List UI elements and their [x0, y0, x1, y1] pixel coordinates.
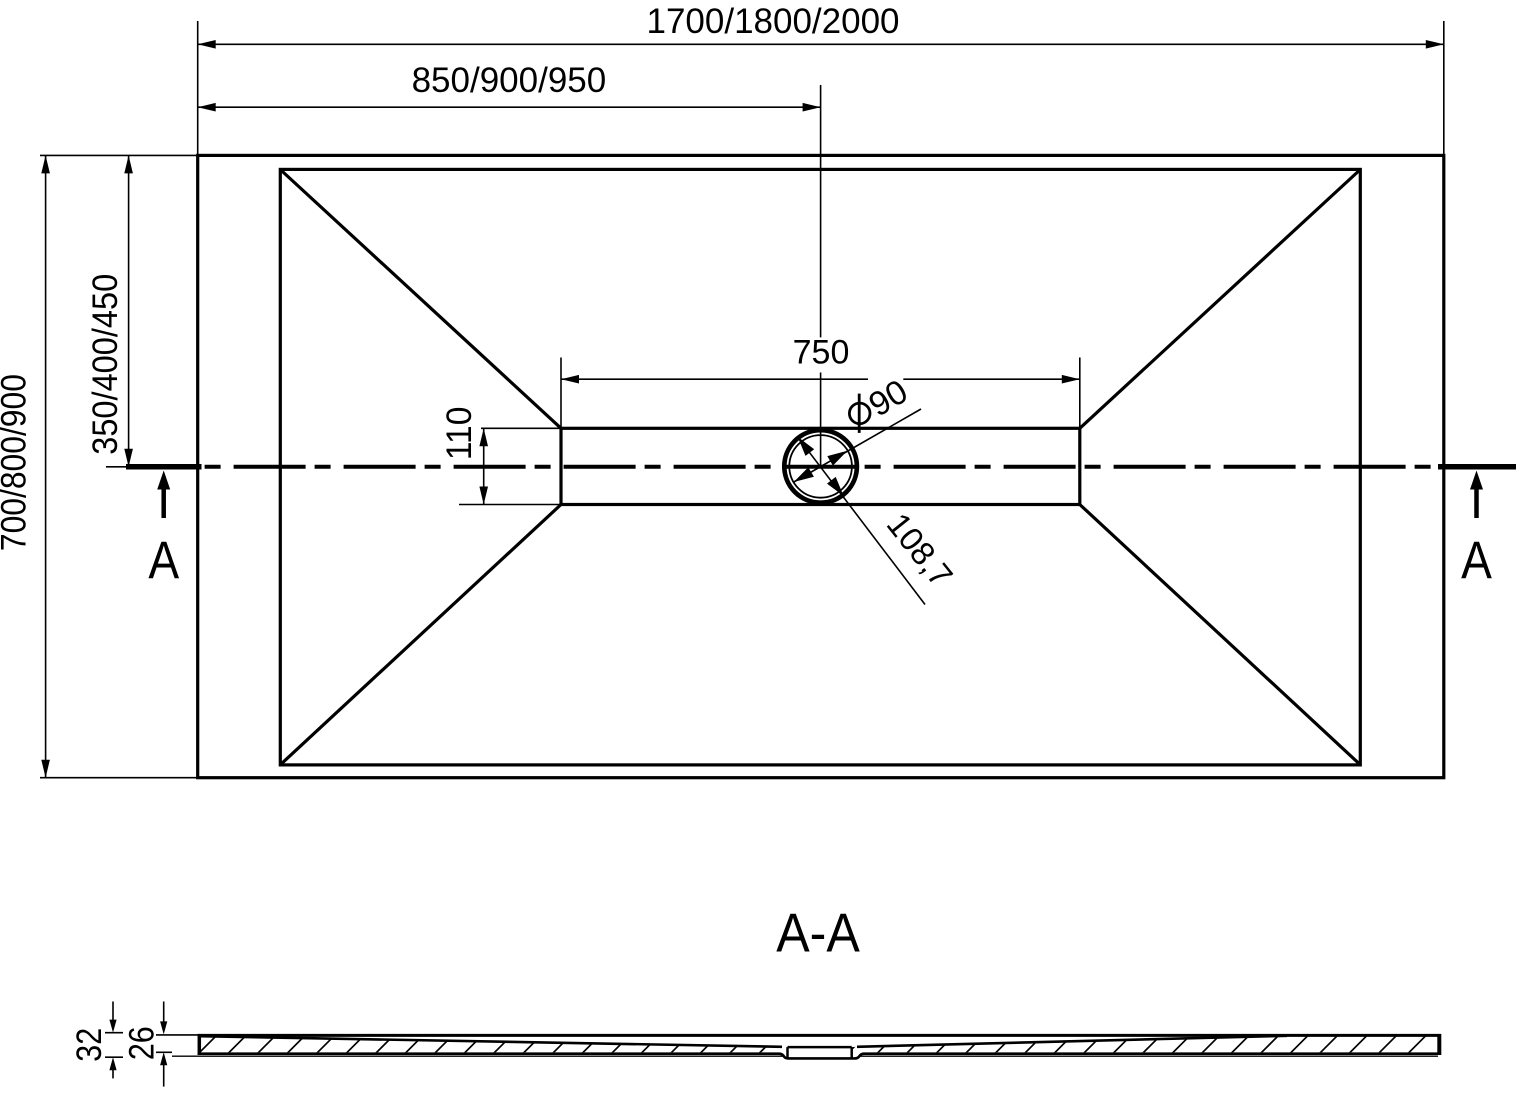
svg-text:750: 750: [793, 334, 850, 372]
svg-text:32: 32: [69, 1028, 108, 1062]
svg-text:108,7: 108,7: [880, 506, 960, 594]
svg-text:A: A: [1461, 530, 1493, 590]
svg-text:700/800/900: 700/800/900: [0, 374, 34, 551]
svg-text:26: 26: [121, 1026, 160, 1060]
svg-text:A-A: A-A: [776, 904, 860, 964]
svg-text:1700/1800/2000: 1700/1800/2000: [646, 2, 899, 41]
svg-text:850/900/950: 850/900/950: [412, 61, 607, 100]
svg-text:110: 110: [440, 407, 479, 461]
svg-text:350/400/450: 350/400/450: [86, 274, 125, 455]
svg-text:A: A: [148, 530, 180, 590]
